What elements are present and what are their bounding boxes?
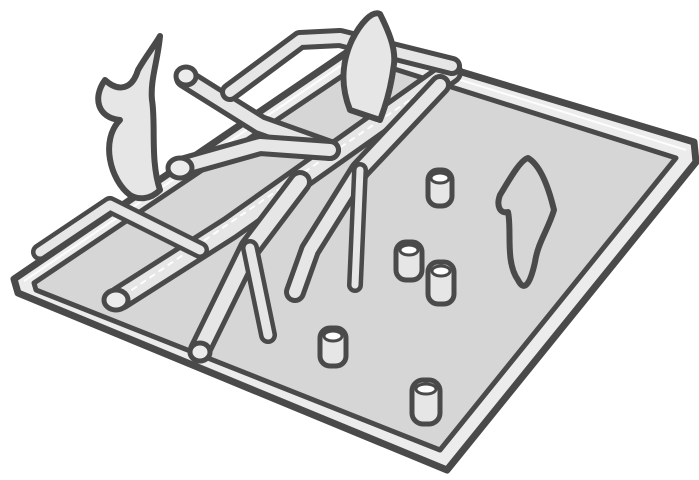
cylinder	[428, 170, 452, 206]
branch-end-cap	[190, 343, 210, 361]
branch-end-cap	[104, 290, 128, 310]
cylinder	[320, 328, 346, 366]
branch-end-cap	[168, 158, 192, 178]
upright-shape-top	[344, 13, 395, 120]
cylinder	[396, 242, 422, 280]
upright-shape-left	[98, 36, 160, 198]
cylinder	[428, 262, 454, 304]
branch-end-cap	[176, 67, 196, 85]
cylinder	[412, 380, 440, 424]
